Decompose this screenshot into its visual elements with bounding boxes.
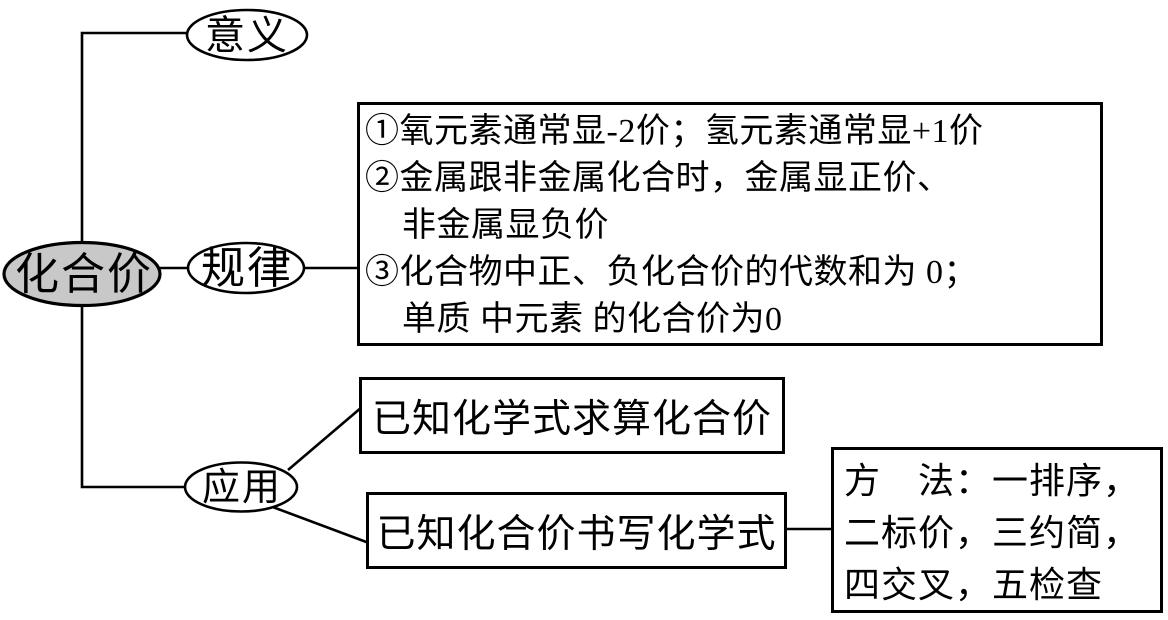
root-ellipse bbox=[2, 240, 162, 308]
known-formula-label: 已知化学式求算化合价 bbox=[371, 397, 772, 441]
root-label: 化合价 bbox=[15, 250, 153, 299]
application-ellipse bbox=[183, 461, 299, 513]
rules-line-4: ③化合物中正、负化合价的代数和为 0； bbox=[365, 254, 978, 291]
known-valence-label: 已知化合价书写化学式 bbox=[376, 512, 777, 556]
rules-line-5: 单质 中元素 的化合价为0 bbox=[402, 301, 783, 338]
rules-ellipse bbox=[186, 241, 306, 295]
method-box: 方 法：一排序， 二标价，三约简， 四交叉，五检查 bbox=[831, 447, 1163, 613]
rules-label: 规律 bbox=[201, 244, 293, 293]
application-to-box1-line bbox=[287, 406, 363, 471]
rules-box: ①氧元素通常显-2价；氢元素通常显+1价 ②金属跟非金属化合时，金属显正价、 非… bbox=[357, 102, 1103, 346]
application-to-box2-line bbox=[269, 504, 370, 545]
known-valence-box: 已知化合价书写化学式 bbox=[366, 492, 787, 569]
application-label: 应用 bbox=[201, 467, 283, 509]
method-line-2: 二标价，三约简， bbox=[844, 513, 1141, 553]
rules-line-3: 非金属显负价 bbox=[402, 207, 609, 244]
method-line-3: 四交叉，五检查 bbox=[844, 565, 1104, 605]
rules-line-1: ①氧元素通常显-2价；氢元素通常显+1价 bbox=[365, 113, 984, 150]
meaning-ellipse bbox=[185, 8, 309, 62]
rules-line-2: ②金属跟非金属化合时，金属显正价、 bbox=[365, 160, 952, 197]
meaning-label: 意义 bbox=[205, 13, 289, 58]
method-line-1: 方 法：一排序， bbox=[844, 461, 1141, 501]
known-formula-box: 已知化学式求算化合价 bbox=[359, 377, 785, 454]
